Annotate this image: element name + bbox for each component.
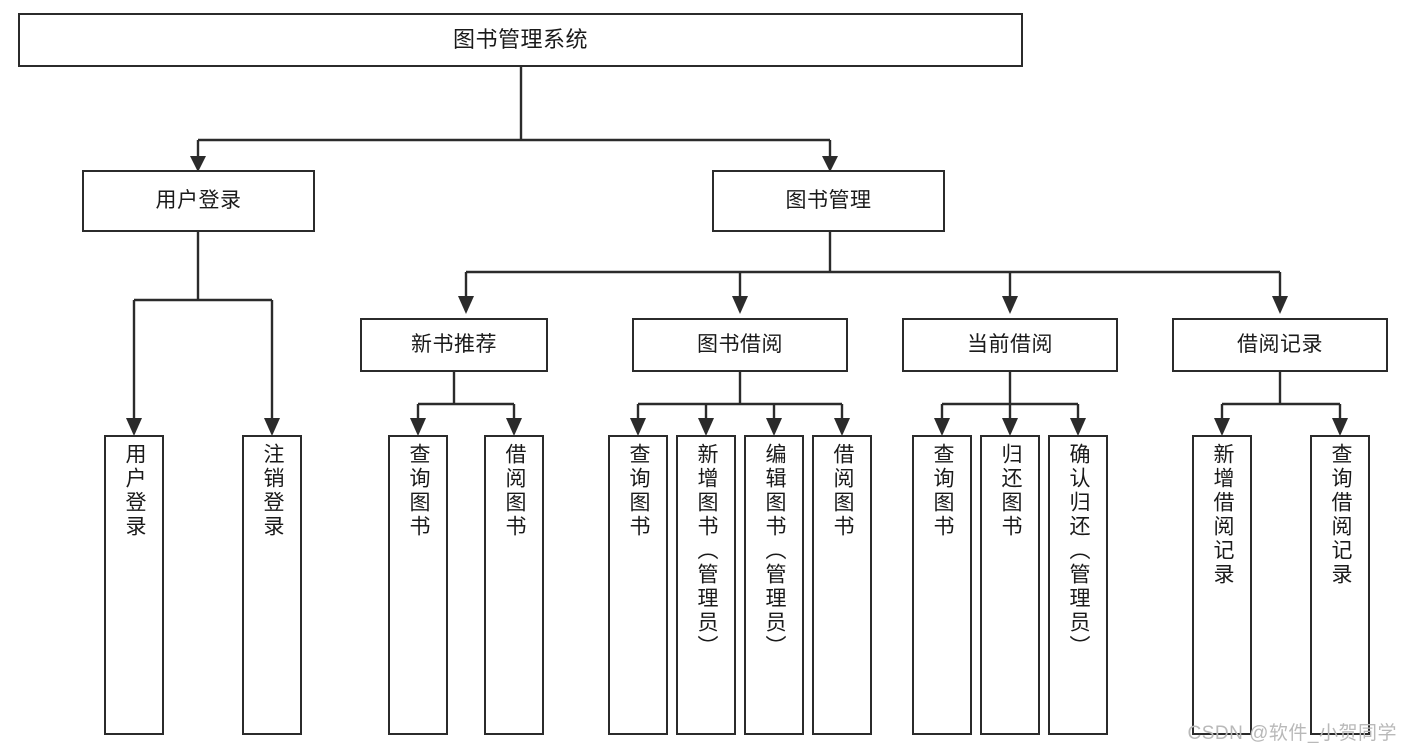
node-label: 新增借阅记录: [1211, 443, 1235, 587]
csdn-watermark: CSDN @软件_小贺同学: [1187, 723, 1397, 744]
node-book-management[interactable]: 图书管理: [712, 170, 945, 232]
node-label: 归还图书: [999, 443, 1023, 539]
node-new-book-recommend[interactable]: 新书推荐: [360, 318, 548, 372]
node-label: 借阅图书: [831, 443, 855, 539]
leaf-records-query-record[interactable]: 查询借阅记录: [1310, 435, 1370, 735]
node-borrow-records[interactable]: 借阅记录: [1172, 318, 1388, 372]
leaf-records-add-record[interactable]: 新增借阅记录: [1192, 435, 1252, 735]
leaf-current-confirm-return[interactable]: 确认归还（管理员）: [1048, 435, 1108, 735]
leaf-user-logout[interactable]: 注销登录: [242, 435, 302, 735]
node-label: 注销登录: [261, 443, 285, 539]
leaf-current-return-book[interactable]: 归还图书: [980, 435, 1040, 735]
node-label: 新增图书（管理员）: [695, 443, 719, 659]
node-label: 新书推荐: [411, 332, 497, 356]
node-label: 图书管理: [785, 188, 872, 212]
node-label: 用户登录: [123, 443, 147, 539]
node-label: 编辑图书（管理员）: [763, 443, 787, 659]
node-label: 借阅记录: [1237, 332, 1323, 356]
leaf-borrow-borrow-book[interactable]: 借阅图书: [812, 435, 872, 735]
node-label: 确认归还（管理员）: [1067, 443, 1091, 659]
leaf-recommend-query-book[interactable]: 查询图书: [388, 435, 448, 735]
leaf-borrow-edit-book[interactable]: 编辑图书（管理员）: [744, 435, 804, 735]
leaf-current-query-book[interactable]: 查询图书: [912, 435, 972, 735]
node-book-borrow[interactable]: 图书借阅: [632, 318, 848, 372]
node-label: 查询图书: [627, 443, 651, 539]
node-label: 查询借阅记录: [1329, 443, 1353, 587]
node-label: 借阅图书: [503, 443, 527, 539]
leaf-borrow-add-book[interactable]: 新增图书（管理员）: [676, 435, 736, 735]
node-label: 当前借阅: [967, 332, 1053, 356]
node-label: 查询图书: [931, 443, 955, 539]
leaf-user-login[interactable]: 用户登录: [104, 435, 164, 735]
node-root-system[interactable]: 图书管理系统: [18, 13, 1023, 67]
node-label: 用户登录: [155, 188, 242, 212]
leaf-recommend-borrow-book[interactable]: 借阅图书: [484, 435, 544, 735]
leaf-borrow-query-book[interactable]: 查询图书: [608, 435, 668, 735]
node-user-login[interactable]: 用户登录: [82, 170, 315, 232]
node-current-borrow[interactable]: 当前借阅: [902, 318, 1118, 372]
node-label: 图书借阅: [697, 332, 783, 356]
node-label: 查询图书: [407, 443, 431, 539]
node-label: 图书管理系统: [452, 27, 588, 53]
